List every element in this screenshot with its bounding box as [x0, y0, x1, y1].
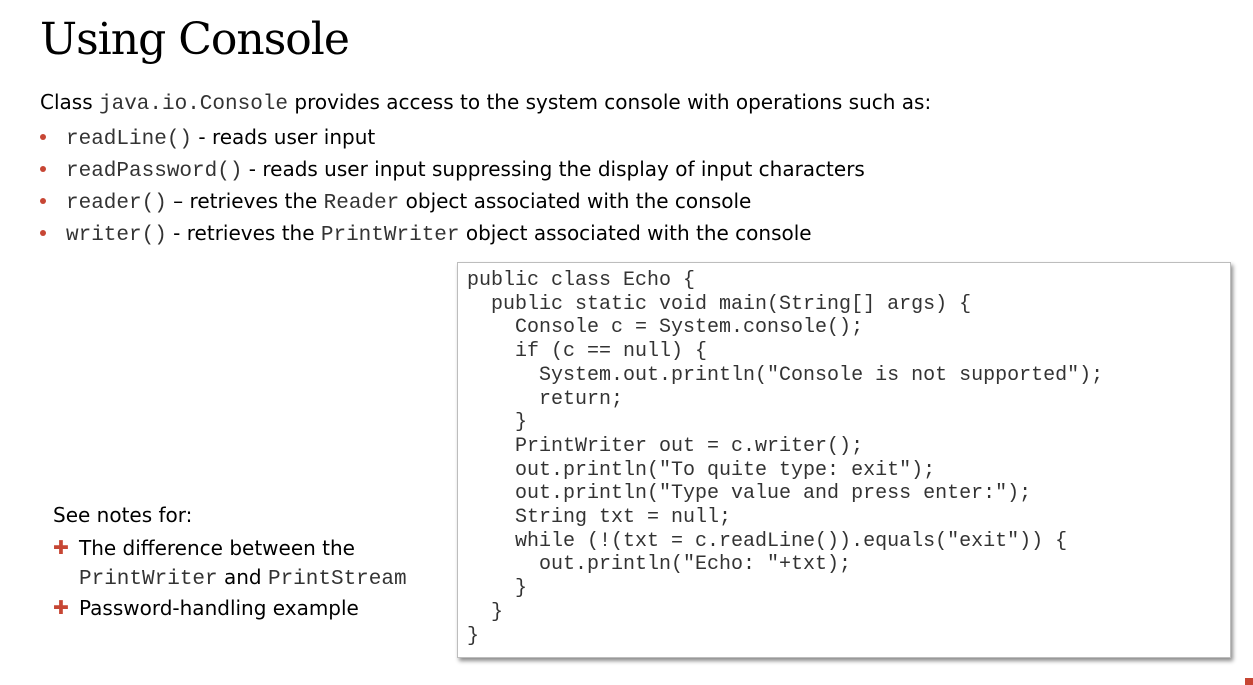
method-description-end: object associated with the console [459, 221, 812, 245]
bullet-dot-icon [40, 134, 46, 140]
list-item: ✚ Password-handling example [53, 594, 407, 623]
notes-list: ✚ The difference between the PrintWriter… [53, 534, 407, 623]
intro-suffix: provides access to the system console wi… [288, 90, 932, 114]
method-name: readPassword() [66, 160, 243, 183]
method-description: - retrieves the [166, 221, 321, 245]
code-line: out.println("To quite type: exit"); [467, 458, 936, 482]
list-item: readPassword() - reads user input suppre… [40, 154, 865, 186]
note-connector: and [217, 565, 268, 589]
code-line: public class Echo { [467, 269, 696, 292]
list-item: writer() - retrieves the PrintWriter obj… [40, 218, 865, 250]
note-text: Password-handling example [79, 596, 359, 620]
notes-section: See notes for: ✚ The difference between … [53, 500, 407, 623]
method-name: reader() [66, 192, 167, 215]
class-name: PrintWriter [79, 568, 218, 591]
intro-code: java.io.Console [98, 93, 289, 116]
method-description: – retrieves the [166, 189, 324, 213]
code-line: Console c = System.console(); [467, 316, 864, 340]
code-line: return; [467, 387, 624, 411]
code-line: System.out.println("Console is not suppo… [467, 363, 1104, 387]
method-description: - reads user input suppressing the displ… [242, 157, 865, 181]
code-line: out.println("Echo: "+txt); [467, 553, 852, 577]
code-example-box: public class Echo { public static void m… [457, 262, 1231, 658]
method-description-end: object associated with the console [399, 189, 752, 213]
note-text: The difference between the [79, 536, 355, 560]
code-line: public static void main(String[] args) { [467, 292, 972, 316]
code-line: } [467, 577, 528, 601]
corner-marker-icon [1245, 678, 1253, 685]
method-name: writer() [66, 224, 167, 247]
code-line: } [467, 624, 480, 648]
bullet-dot-icon [40, 230, 46, 236]
method-list: readLine() - reads user input readPasswo… [40, 122, 865, 250]
bullet-dot-icon [40, 166, 46, 172]
code-line: PrintWriter out = c.writer(); [467, 434, 864, 458]
intro-text: Class java.io.Console provides access to… [40, 90, 931, 116]
code-block: public class Echo { public static void m… [458, 263, 1230, 648]
method-name: readLine() [66, 128, 193, 151]
code-line: String txt = null; [467, 506, 732, 530]
code-line: out.println("Type value and press enter:… [467, 482, 1032, 506]
slide-title: Using Console [40, 14, 350, 65]
bullet-dot-icon [40, 198, 46, 204]
list-item: readLine() - reads user input [40, 122, 865, 154]
method-description: - reads user input [192, 125, 376, 149]
code-line: } [467, 411, 528, 435]
cross-bullet-icon: ✚ [53, 597, 69, 619]
note-text-line2: PrintWriter and PrintStream [79, 563, 407, 594]
notes-heading: See notes for: [53, 503, 193, 527]
class-name: PrintWriter [320, 224, 460, 247]
class-name: Reader [323, 192, 400, 215]
code-line: while (!(txt = c.readLine()).equals("exi… [467, 529, 1068, 553]
list-item: ✚ The difference between the PrintWriter… [53, 534, 407, 594]
class-name: PrintStream [267, 568, 407, 591]
intro-prefix: Class [40, 90, 99, 114]
code-line: if (c == null) { [467, 340, 708, 364]
list-item: reader() – retrieves the Reader object a… [40, 186, 865, 218]
code-line: } [467, 600, 504, 624]
cross-bullet-icon: ✚ [53, 537, 69, 559]
